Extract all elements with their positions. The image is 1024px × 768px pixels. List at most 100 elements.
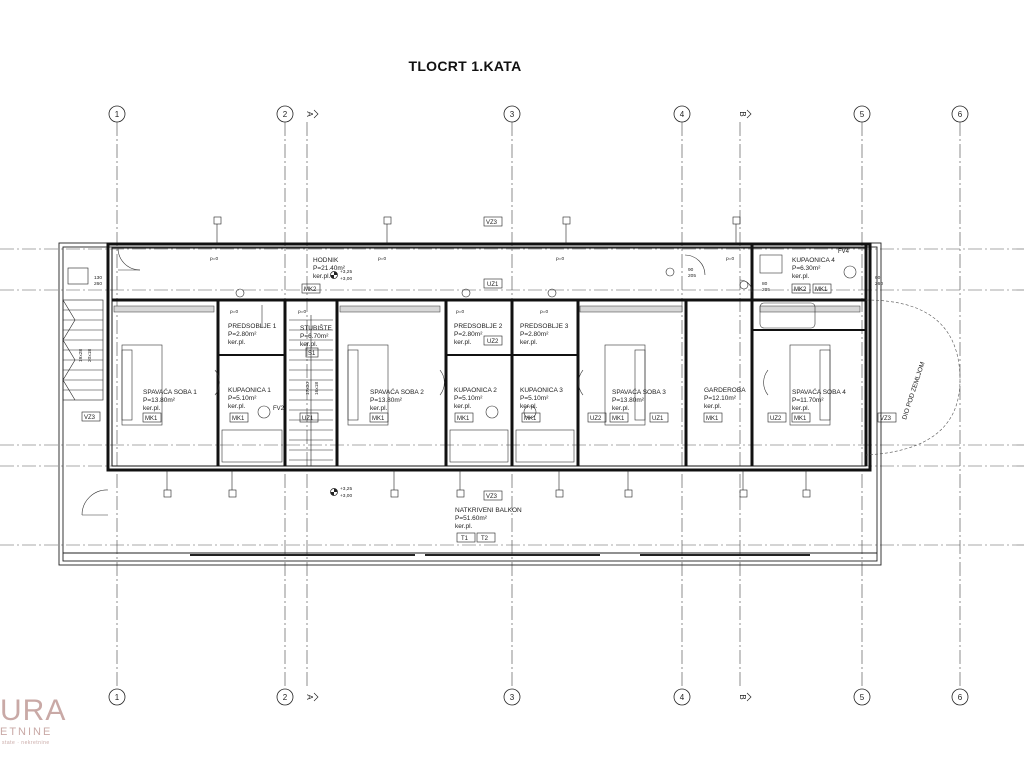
axis-bubble-6-bottom bbox=[951, 688, 969, 706]
axis-bubble-5-bottom bbox=[853, 688, 871, 706]
room-name-pred2: PREDSOBLJE 2 bbox=[454, 323, 503, 330]
section-label-A-bottom: A bbox=[305, 694, 314, 700]
room-name-kup3: KUPAONICA 3 bbox=[520, 387, 563, 394]
wall-hatch bbox=[113, 305, 861, 313]
tag-mk1-soba3: MK1 bbox=[612, 416, 625, 422]
tag-t1: T1 bbox=[461, 536, 469, 542]
room-area-kup1: P=5.10m² bbox=[228, 395, 257, 402]
room-floor-kup2: ker.pl. bbox=[454, 403, 472, 410]
room-name-soba2: SPAVAĆA SOBA 2 bbox=[370, 387, 424, 396]
plan-title: TLOCRT 1.KATA bbox=[408, 58, 522, 74]
level-top-hodnik: +3,25 bbox=[340, 269, 352, 275]
room-name-pred3: PREDSOBLJE 3 bbox=[520, 323, 569, 330]
window-markers bbox=[163, 216, 811, 498]
room-name-stub: STUBIŠTE bbox=[300, 323, 332, 332]
tag-mk1-kup1: MK1 bbox=[232, 416, 245, 422]
axis-bubble-5-top bbox=[853, 105, 871, 123]
tag-uz1-hall: UZ1 bbox=[487, 282, 499, 288]
room-area-hodnik: P=21.40m² bbox=[313, 265, 346, 272]
tag-s1: S1 bbox=[308, 351, 316, 357]
agency-logo: URA ETNINE state · nekretnine bbox=[0, 696, 80, 756]
tag-uz2-soba4: UZ2 bbox=[770, 416, 782, 422]
stair-dim2: 20x18 bbox=[87, 349, 93, 362]
level-top-balkon: +3,25 bbox=[340, 486, 352, 492]
tag-vz3-right: VZ3 bbox=[880, 416, 892, 422]
tag-fv4: FV4 bbox=[838, 249, 850, 255]
section-arrow-A-bottom bbox=[313, 692, 319, 702]
level-markers: +3,25 +3,00 +3,25 +3,00 bbox=[330, 269, 352, 499]
room-floor-pred3: ker.pl. bbox=[520, 339, 538, 346]
external-stair bbox=[62, 267, 104, 401]
tag-mk1-kup4: MK1 bbox=[815, 287, 828, 293]
tag-mk1-kup2: MK1 bbox=[457, 416, 470, 422]
room-area-kup3: P=5.10m² bbox=[520, 395, 549, 402]
door-h2: 205 bbox=[762, 287, 770, 293]
room-name-soba1: SPAVAĆA SOBA 1 bbox=[143, 387, 197, 396]
room-floor-gard: ker.pl. bbox=[704, 403, 722, 410]
tag-vz3-left: VZ3 bbox=[84, 415, 96, 421]
axis-bubble-3-bottom bbox=[503, 688, 521, 706]
room-area-stub: P=6.70m² bbox=[300, 333, 329, 340]
room-name-gard: GARDEROBA bbox=[704, 387, 746, 394]
axis-label-5-bottom: 5 bbox=[860, 693, 865, 702]
section-arrow-A-top bbox=[313, 109, 319, 119]
room-name-soba4: SPAVAĆA SOBA 4 bbox=[792, 387, 846, 396]
doors bbox=[81, 247, 769, 516]
axis-label-6-bottom: 6 bbox=[958, 693, 963, 702]
room-name-kup4: KUPAONICA 4 bbox=[792, 257, 835, 264]
room-area-kup2: P=5.10m² bbox=[454, 395, 483, 402]
axis-bubble-3-top bbox=[503, 105, 521, 123]
door-h4: 260 bbox=[875, 281, 883, 287]
p0-3: p=0 bbox=[556, 256, 564, 262]
room-floor-soba2: ker.pl. bbox=[370, 405, 388, 412]
axis-label-4-bottom: 4 bbox=[680, 693, 685, 702]
element-tag-text: MK2 MK2 MK1 UZ1 UZ2 VZ3 S1 VZ3 MK1 MK1 U… bbox=[84, 220, 892, 542]
door-w3: 130 bbox=[94, 275, 102, 281]
logo-word-secondary: ETNINE bbox=[0, 726, 53, 738]
p0-2: p=0 bbox=[378, 256, 386, 262]
tag-uz1-stub: UZ1 bbox=[302, 416, 314, 422]
underground-label: DIO POD ZEMLJOM bbox=[901, 361, 926, 421]
tag-vz3-bottom: VZ3 bbox=[486, 494, 498, 500]
beds bbox=[121, 344, 831, 426]
axis-label-2-top: 2 bbox=[283, 110, 288, 119]
door-h3: 260 bbox=[94, 281, 102, 287]
room-floor-stub: ker.pl. bbox=[300, 341, 318, 348]
room-area-soba4: P=11.70m² bbox=[792, 397, 824, 404]
logo-tagline: state · nekretnine bbox=[2, 740, 50, 746]
room-floor-kup3: ker.pl. bbox=[520, 403, 538, 410]
p0-5: p=0 bbox=[230, 309, 238, 315]
room-floor-balkon: ker.pl. bbox=[455, 523, 473, 530]
stair-dim1: 19x28 bbox=[78, 349, 84, 362]
axis-bubble-4-top bbox=[673, 105, 691, 123]
room-area-gard: P=12.10m² bbox=[704, 395, 737, 402]
room-area-soba1: P=13.80m² bbox=[143, 397, 176, 404]
room-area-soba3: P=13.80m² bbox=[612, 397, 645, 404]
section-label-B-bottom: B bbox=[738, 694, 747, 699]
room-area-balkon: P=51.60m² bbox=[455, 515, 488, 522]
axis-label-1-bottom: 1 bbox=[115, 693, 120, 702]
axis-bubble-2-top bbox=[276, 105, 294, 123]
logo-word: URA bbox=[0, 694, 67, 727]
room-floor-pred2: ker.pl. bbox=[454, 339, 472, 346]
room-name-balkon: NATKRIVENI BALKON bbox=[455, 507, 522, 514]
axis-bubble-6-top bbox=[951, 105, 969, 123]
axis-label-4-top: 4 bbox=[680, 110, 685, 119]
tag-t2: T2 bbox=[481, 536, 489, 542]
room-area-soba2: P=13.80m² bbox=[370, 397, 403, 404]
room-floor-soba3: ker.pl. bbox=[612, 405, 630, 412]
room-name-soba3: SPAVAĆA SOBA 3 bbox=[612, 387, 666, 396]
axis-bubble-1-top bbox=[108, 105, 126, 123]
bath-fixtures bbox=[221, 254, 857, 463]
door-w4: 60 bbox=[875, 275, 881, 281]
tag-uz2-soba3: UZ2 bbox=[590, 416, 602, 422]
room-name-pred1: PREDSOBLJE 1 bbox=[228, 323, 277, 330]
axis-label-3-top: 3 bbox=[510, 110, 515, 119]
axis-bubble-1-bottom bbox=[108, 688, 126, 706]
room-floor-hodnik: ker.pl. bbox=[313, 273, 331, 280]
tag-mk1-soba4: MK1 bbox=[794, 416, 807, 422]
tag-fv2: FV2 bbox=[273, 406, 285, 412]
p0-4: p=0 bbox=[726, 256, 734, 262]
